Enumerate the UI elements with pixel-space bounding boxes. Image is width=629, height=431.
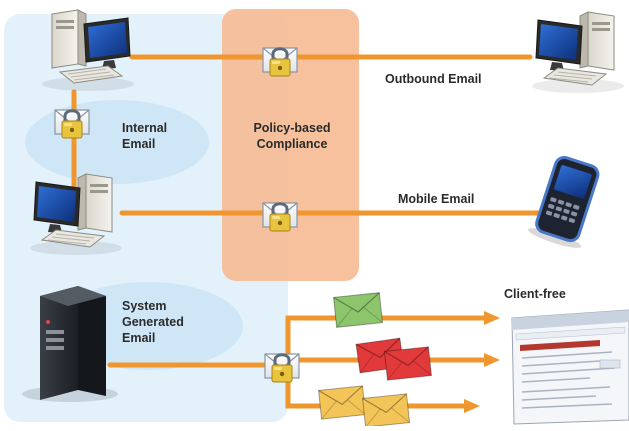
outbound-email-label: Outbound Email (385, 72, 482, 86)
policy-compliance-label-line: Policy-based (253, 121, 331, 135)
system-generated-label-line: System (122, 299, 167, 313)
server-icon (22, 286, 118, 402)
system-generated-label: System Generated Email (122, 298, 184, 346)
locked-envelope-icon (53, 108, 91, 140)
envelope-icon (383, 346, 432, 381)
system-generated-label-line: Generated (122, 315, 184, 329)
envelope-icon (332, 292, 384, 328)
arrowheads (464, 311, 500, 413)
mobile-email-label: Mobile Email (398, 192, 475, 206)
locked-envelope-icon (261, 46, 299, 78)
internal-email-label: Internal Email (122, 120, 167, 152)
locked-envelope-icon (261, 201, 299, 233)
internal-email-label-line: Email (122, 137, 156, 151)
client-line-top (285, 315, 491, 368)
internal-email-label-line: Internal (122, 121, 168, 135)
locked-envelope-icon (263, 352, 301, 384)
policy-compliance-label: Policy-based Compliance (232, 120, 352, 152)
system-generated-label-line: Email (122, 331, 156, 345)
envelope-icon (318, 385, 367, 420)
internal-email-bubble (25, 100, 209, 184)
client-free-label: Client-free (504, 287, 566, 301)
smartphone-icon (527, 156, 600, 248)
browser-window-icon (511, 309, 629, 425)
envelope-icon (362, 393, 411, 428)
policy-compliance-label-line: Compliance (256, 137, 328, 151)
desktop-computer-icon (531, 11, 625, 94)
